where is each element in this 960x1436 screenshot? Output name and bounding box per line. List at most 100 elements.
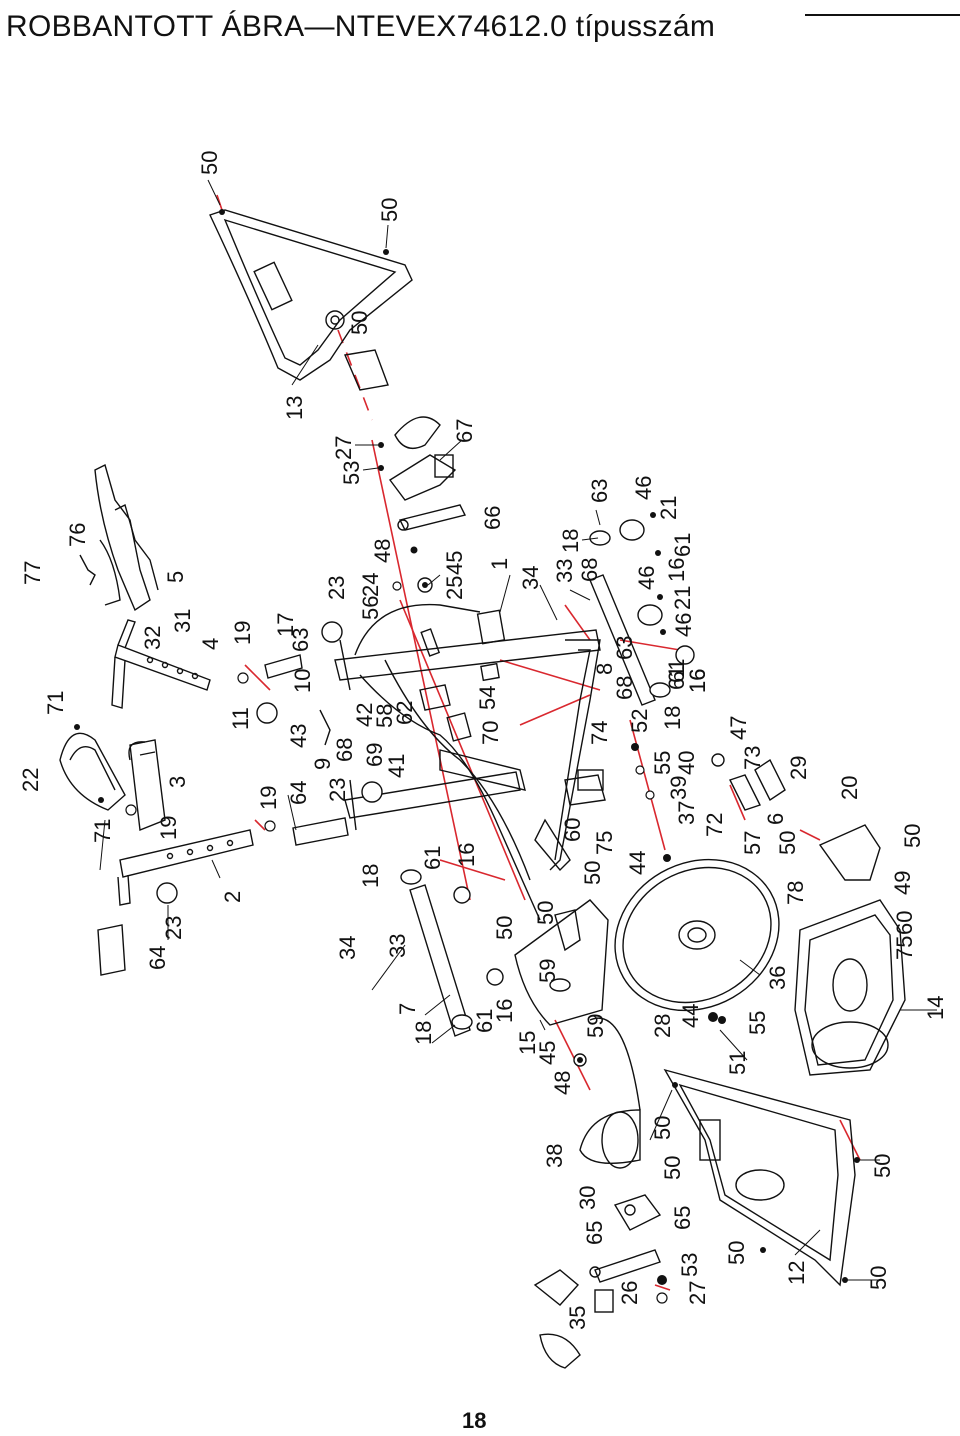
callout-55: 55 xyxy=(745,1011,770,1035)
callout-61: 61 xyxy=(670,533,695,557)
callout-74: 74 xyxy=(587,721,612,745)
callout-78: 78 xyxy=(783,881,808,905)
callout-34: 34 xyxy=(335,936,360,960)
callout-29: 29 xyxy=(786,756,811,780)
callout-24: 24 xyxy=(358,573,383,597)
callout-62: 62 xyxy=(392,701,417,725)
callout-72: 72 xyxy=(702,813,727,837)
callout-38: 38 xyxy=(542,1144,567,1168)
callout-17: 17 xyxy=(273,613,298,637)
callout-7: 7 xyxy=(395,1003,420,1015)
callout-77: 77 xyxy=(20,561,45,585)
callout-1: 1 xyxy=(487,558,512,570)
callout-70: 70 xyxy=(478,721,503,745)
callout-54: 54 xyxy=(475,686,500,710)
callout-71: 71 xyxy=(43,691,68,715)
callout-5: 5 xyxy=(163,571,188,583)
callout-25: 25 xyxy=(442,576,467,600)
callout-50: 50 xyxy=(870,1154,895,1178)
handlebar-clamp-part-67 xyxy=(388,416,467,531)
callout-48: 48 xyxy=(370,539,395,563)
callout-23: 23 xyxy=(325,778,350,802)
crank-part-30 xyxy=(613,1194,662,1231)
callout-44: 44 xyxy=(678,1004,703,1028)
callout-60: 60 xyxy=(560,818,585,842)
fasteners xyxy=(74,209,860,1304)
callout-59: 59 xyxy=(535,959,560,983)
handlebar-part-5 xyxy=(79,463,159,612)
callout-47: 47 xyxy=(726,716,751,740)
callout-16: 16 xyxy=(685,669,710,693)
callout-71: 71 xyxy=(90,819,115,843)
callout-42: 42 xyxy=(352,703,377,727)
callout-44: 44 xyxy=(625,851,650,875)
end-cap-part-64 xyxy=(97,654,349,976)
belt-pulley-part-38 xyxy=(579,1017,641,1169)
seat-slider-part-4 xyxy=(111,619,211,709)
main-frame-part-1 xyxy=(334,603,601,921)
callout-19: 19 xyxy=(230,621,255,645)
callout-33: 33 xyxy=(385,934,410,958)
callout-2: 2 xyxy=(220,891,245,903)
callout-3: 3 xyxy=(165,776,190,788)
callout-22: 22 xyxy=(18,768,43,792)
callout-23: 23 xyxy=(161,916,186,940)
callout-61: 61 xyxy=(664,659,689,683)
callout-76: 76 xyxy=(65,523,90,547)
callout-53: 53 xyxy=(339,461,364,485)
callout-67: 67 xyxy=(452,419,477,443)
callout-21: 21 xyxy=(670,586,695,610)
callout-39: 39 xyxy=(666,776,691,800)
callout-73: 73 xyxy=(740,746,765,770)
callout-45: 45 xyxy=(535,1041,560,1065)
callout-51: 51 xyxy=(725,1051,750,1075)
callout-27: 27 xyxy=(685,1281,710,1305)
callout-63: 63 xyxy=(288,628,313,652)
callout-6: 6 xyxy=(763,813,788,825)
brake-assembly xyxy=(319,628,606,806)
callout-75: 75 xyxy=(892,936,917,960)
callout-35: 35 xyxy=(565,1306,590,1330)
callout-75: 75 xyxy=(592,831,617,855)
callout-30: 30 xyxy=(575,1186,600,1210)
callout-9: 9 xyxy=(310,758,335,770)
callout-63: 63 xyxy=(587,479,612,503)
callout-41: 41 xyxy=(384,754,409,778)
callout-13: 13 xyxy=(282,396,307,420)
callout-12: 12 xyxy=(784,1261,809,1285)
callout-23: 23 xyxy=(324,576,349,600)
small-cover-part-15 xyxy=(514,899,609,1026)
callout-18: 18 xyxy=(358,864,383,888)
seat-part-22 xyxy=(59,732,126,811)
callout-64: 64 xyxy=(145,946,170,970)
callout-60: 60 xyxy=(892,911,917,935)
callout-37: 37 xyxy=(674,801,699,825)
callout-61: 61 xyxy=(472,1009,497,1033)
seat-carriage-part-3 xyxy=(128,739,166,831)
callout-50: 50 xyxy=(492,916,517,940)
callout-50: 50 xyxy=(347,311,372,335)
callout-65: 65 xyxy=(582,1221,607,1245)
callout-16: 16 xyxy=(454,843,479,867)
callout-18: 18 xyxy=(411,1021,436,1045)
callout-19: 19 xyxy=(156,816,181,840)
callout-28: 28 xyxy=(650,1014,675,1038)
leader-lines xyxy=(99,179,937,1281)
callout-16: 16 xyxy=(664,558,689,582)
assembly-guides xyxy=(216,194,861,1291)
callout-8: 8 xyxy=(592,663,617,675)
callout-32: 32 xyxy=(140,626,165,650)
callout-55: 55 xyxy=(650,751,675,775)
front-stabilizer-part-7 xyxy=(400,869,473,1037)
resistance-spring-part-29 xyxy=(729,758,786,811)
callout-50: 50 xyxy=(724,1241,749,1265)
callout-50: 50 xyxy=(197,151,222,175)
callout-50: 50 xyxy=(775,831,800,855)
callout-27: 27 xyxy=(331,436,356,460)
callout-61: 61 xyxy=(664,666,689,690)
callout-68: 68 xyxy=(577,558,602,582)
callout-69: 69 xyxy=(362,743,387,767)
callout-labels: 50 50 50 13 27 53 67 66 48 24 23 56 45 2… xyxy=(18,151,948,1330)
callout-26: 26 xyxy=(617,1281,642,1305)
callout-57: 57 xyxy=(740,831,765,855)
